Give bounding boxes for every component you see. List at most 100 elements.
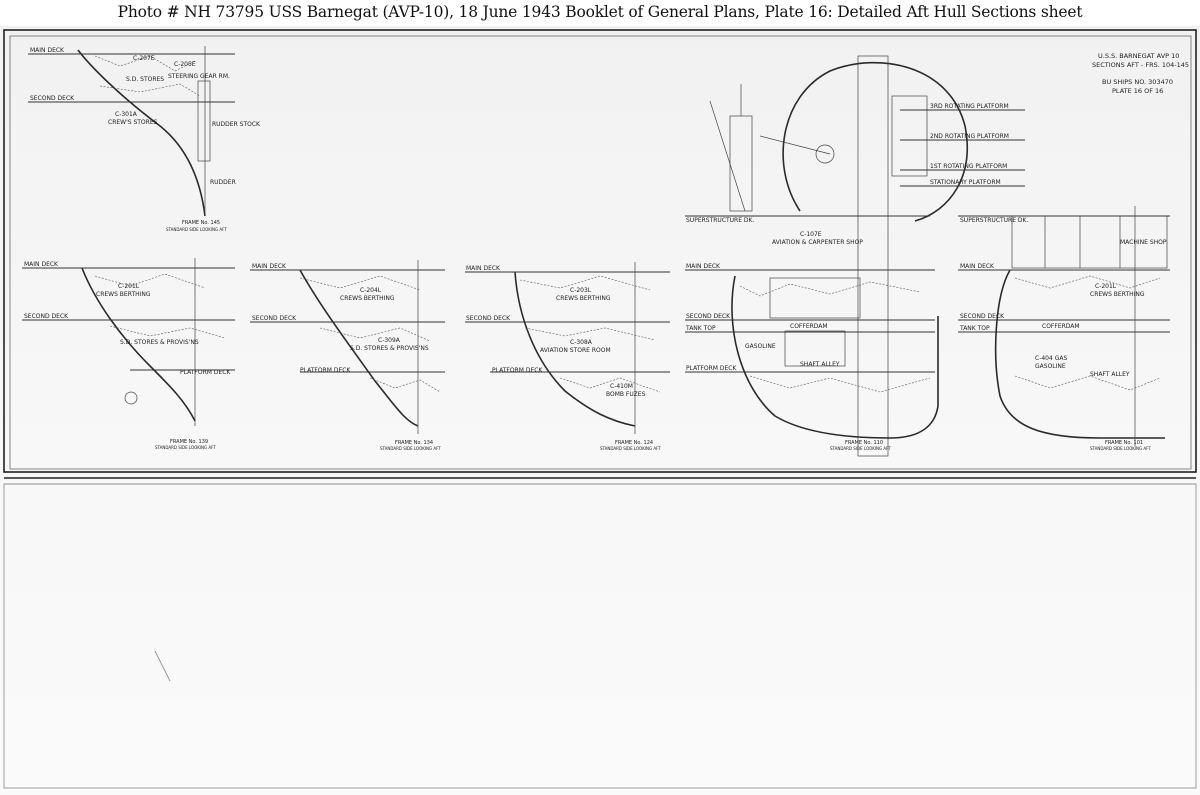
deck-label: MAIN DECK [686, 263, 721, 270]
compartment-label: MACHINE SHOP [1120, 239, 1167, 246]
frame-label: FRAME No. 124 [615, 440, 653, 446]
cofferdam-block [784, 330, 846, 367]
frame-subtitle: STANDARD SIDE LOOKING AFT [600, 446, 661, 451]
compartment-label: AVIATION & CARPENTER SHOP [772, 239, 863, 246]
deck-label: MAIN DECK [466, 265, 501, 272]
compartment-label: C-201L [1095, 283, 1117, 290]
structure-detail [519, 275, 651, 291]
compartment-label: SHAFT ALLEY [800, 361, 840, 368]
structure-detail [369, 377, 441, 393]
compartment-label: RUDDER STOCK [212, 121, 261, 128]
structure-detail [749, 375, 931, 393]
upper-plate-inner-border [9, 35, 1192, 470]
crane-swing-arc [782, 61, 968, 222]
compartment-label: C-203L [570, 287, 592, 294]
compartment-label: STEERING GEAR RM. [168, 73, 230, 80]
compartment-label: COFFERDAM [790, 323, 828, 330]
compartment-label: C-410M [610, 383, 633, 390]
deck-label: SUPERSTRUCTURE DK. [686, 217, 754, 224]
compartment-label: COFFERDAM [1042, 323, 1080, 330]
compartment-label: CREWS BERTHING [340, 295, 395, 302]
deck-label: SECOND DECK [30, 95, 75, 102]
deck-label: MAIN DECK [252, 263, 287, 270]
rudder-stock-shape [197, 80, 211, 162]
detail-circle [124, 391, 138, 405]
frame-label: FRAME No. 134 [395, 440, 433, 446]
frame-subtitle: STANDARD SIDE LOOKING AFT [155, 445, 216, 450]
deck-label: MAIN DECK [24, 261, 59, 268]
deck-label: PLATFORM DECK [492, 367, 543, 374]
compartment-label: RUDDER [210, 179, 236, 186]
compartment-label: CREWS BERTHING [96, 291, 151, 298]
title-line-3: BU SHIPS NO. 303470 [1102, 78, 1173, 86]
deck-label: SECOND DECK [466, 315, 511, 322]
structure-detail [99, 83, 201, 97]
structure-detail [1014, 375, 1161, 391]
frame-subtitle: STANDARD SIDE LOOKING AFT [830, 446, 891, 451]
title-line-1: U.S.S. BARNEGAT AVP 10 [1098, 52, 1179, 60]
mast-stay [709, 100, 746, 212]
frame-label: FRAME No. 101 [1105, 440, 1143, 446]
title-line-4: PLATE 16 OF 16 [1112, 87, 1163, 95]
section-frame-101: SUPERSTRUCTURE DK. MAIN DECK SECOND DECK… [958, 206, 1170, 451]
compartment-label: S.D. STORES & PROVIS'NS [350, 345, 429, 352]
compartment-label: SHAFT ALLEY [1090, 371, 1130, 378]
photo-caption: Photo # NH 73795 USS Barnegat (AVP-10), … [117, 3, 1083, 21]
crane-housing [891, 95, 928, 177]
deck-label: TANK TOP [959, 325, 990, 332]
compartment-label: C-205E [174, 61, 196, 68]
deck-label: SECOND DECK [252, 315, 297, 322]
platform-label: 2ND ROTATING PLATFORM [930, 133, 1009, 140]
machinery-block [769, 277, 861, 319]
section-frame-110: 3RD ROTATING PLATFORM 2ND ROTATING PLATF… [685, 55, 1025, 457]
title-block: U.S.S. BARNEGAT AVP 10 SECTIONS AFT - FR… [1092, 52, 1189, 95]
compartment-label: C-308A [570, 339, 593, 346]
crane-boom [759, 135, 831, 155]
compartment-label: CREWS BERTHING [556, 295, 611, 302]
compartment-label: C-404 GAS [1035, 355, 1067, 362]
deck-label: PLATFORM DECK [180, 369, 231, 376]
hull-outline [81, 267, 196, 422]
hull-outline [514, 271, 636, 427]
frame-label: FRAME No. 139 [170, 439, 208, 445]
deck-label: PLATFORM DECK [686, 365, 737, 372]
hull-outline [731, 275, 939, 439]
structure-detail [524, 327, 656, 341]
compartment-label: S.D. STORES [126, 76, 164, 83]
compartment-label: GASOLINE [1035, 363, 1066, 370]
compartment-label: BOMB FUZES [606, 391, 646, 398]
frame-subtitle: STANDARD SIDE LOOKING AFT [380, 446, 441, 451]
structure-detail [559, 377, 661, 393]
deck-label: SECOND DECK [960, 313, 1005, 320]
lower-blank-area [3, 483, 1197, 789]
section-frame-134: MAIN DECK SECOND DECK PLATFORM DECK C-20… [250, 260, 445, 451]
deck-label: SECOND DECK [24, 313, 69, 320]
deck-label: SUPERSTRUCTURE DK. [960, 217, 1028, 224]
compartment-label: C-204L [360, 287, 382, 294]
deck-label: TANK TOP [685, 325, 716, 332]
platform-label: STATIONARY PLATFORM [930, 179, 1001, 186]
section-frame-124: MAIN DECK SECOND DECK PLATFORM DECK C-20… [465, 262, 670, 451]
structure-detail [94, 273, 206, 289]
deck-label: SECOND DECK [686, 313, 731, 320]
plan-drawing: U.S.S. BARNEGAT AVP 10 SECTIONS AFT - FR… [3, 29, 1197, 789]
compartment-label: C-207E [133, 55, 155, 62]
compartment-label: C-309A [378, 337, 401, 344]
structure-detail [1014, 275, 1161, 289]
structure-detail [109, 325, 226, 339]
deck-label: MAIN DECK [30, 47, 65, 54]
plan-sheet: U.S.S. BARNEGAT AVP 10 SECTIONS AFT - FR… [0, 26, 1200, 795]
crane-winch [815, 144, 835, 164]
compartment-label: S.D. STORES & PROVIS'NS [120, 339, 199, 346]
structure-detail [319, 327, 431, 342]
hull-outline [994, 269, 1165, 439]
section-frame-145: MAIN DECK SECOND DECK C-207E C-205E S.D.… [28, 46, 261, 232]
compartment-label: C-201L [118, 283, 140, 290]
frame-label: FRAME No. 110 [845, 440, 883, 446]
deck-label: PLATFORM DECK [300, 367, 351, 374]
upper-plate-border [3, 29, 1197, 473]
structure-detail [94, 55, 196, 72]
title-line-2: SECTIONS AFT - FRS. 104-145 [1092, 61, 1189, 69]
compartment-label: GASOLINE [745, 343, 776, 350]
section-frame-139: MAIN DECK SECOND DECK PLATFORM DECK C-20… [22, 258, 235, 450]
